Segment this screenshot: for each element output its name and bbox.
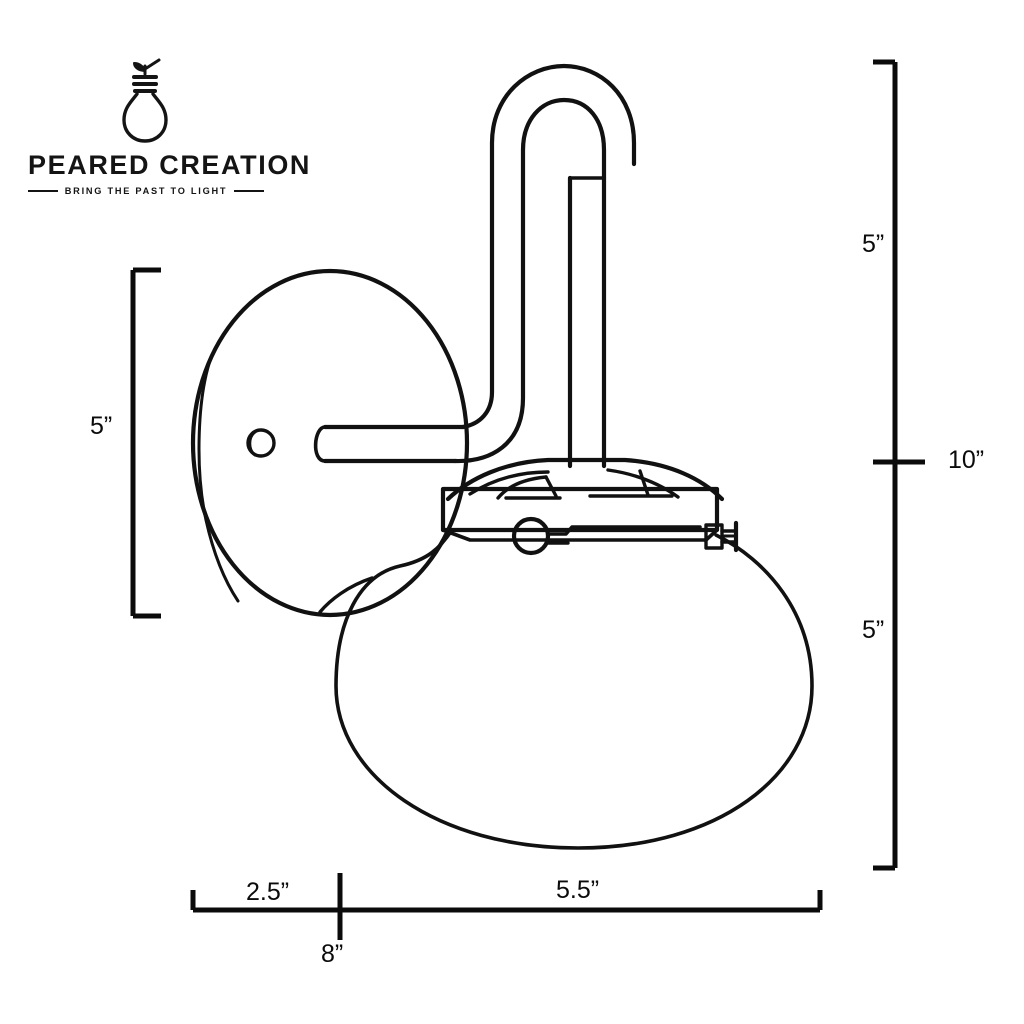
- brand-wordmark: PEARED CREATION: [28, 150, 312, 180]
- dimension-label-overall-height: 10”: [948, 446, 985, 474]
- brand-tagline-row: BRING THE PAST TO LIGHT: [28, 184, 265, 198]
- brand-tagline: BRING THE PAST TO LIGHT: [64, 186, 228, 196]
- dimension-label-shade-width: 5.5”: [556, 876, 600, 904]
- lightbulb-icon: [110, 58, 180, 146]
- glass-globe-shade: [318, 528, 814, 850]
- dimension-label-backplate-height: 5”: [90, 412, 113, 440]
- tagline-rule-right: [234, 190, 265, 192]
- tagline-rule-left: [28, 190, 58, 192]
- dimension-label-overall-width: 8”: [321, 940, 344, 968]
- gooseneck-hook: [452, 63, 637, 464]
- dimension-label-shade-height: 5”: [862, 616, 885, 644]
- dimension-line-backplate-height: [130, 267, 161, 619]
- dimension-line-overall-width: [190, 873, 823, 940]
- dimension-line-overall-height: [873, 59, 925, 871]
- brand-logo: PEARED CREATION BRING THE PAST TO LIGHT: [28, 58, 312, 198]
- wall-backplate: [190, 268, 470, 618]
- fitter-knob: [511, 516, 702, 556]
- vertical-stem: [567, 175, 607, 469]
- fitter-band: [440, 486, 720, 542]
- mounting-screw-hole: [246, 428, 276, 458]
- dimension-label-upper-height: 5”: [862, 230, 885, 258]
- horizontal-arm: [313, 424, 466, 464]
- dimension-label-backplate-projection: 2.5”: [246, 878, 290, 906]
